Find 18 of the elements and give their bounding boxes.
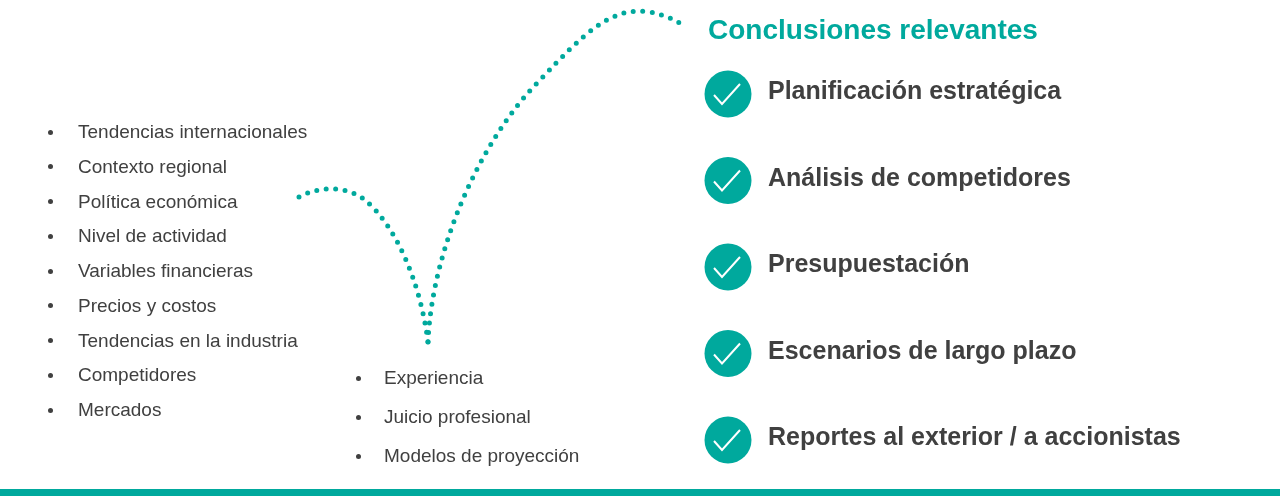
- list-item: Política económica: [78, 190, 238, 213]
- conclusion-item: Escenarios de largo plazo: [768, 334, 1077, 365]
- list-item: Tendencias internacionales: [78, 121, 308, 143]
- list-item: Mercados: [78, 399, 162, 421]
- list-item: Tendencias en la industria: [78, 329, 298, 352]
- list-item: Juicio profesional: [384, 406, 531, 428]
- list-item: Variables financieras: [78, 260, 253, 282]
- conclusion-item: Presupuestación: [768, 248, 970, 278]
- conclusion-item: Reportes al exterior / a accionistas: [768, 421, 1181, 451]
- list-item: Precios y costos: [78, 294, 217, 317]
- conclusion-item: Planificación estratégica: [768, 75, 1062, 105]
- heading: Conclusiones relevantes: [708, 14, 1038, 46]
- list-item: Modelos de proyección: [384, 445, 580, 467]
- list-item: Contexto regional: [78, 155, 227, 178]
- list-item: Competidores: [78, 364, 197, 387]
- list-item: Nivel de actividad: [78, 225, 227, 248]
- list-item: Experiencia: [384, 367, 484, 389]
- conclusion-item: Análisis de competidores: [768, 161, 1071, 192]
